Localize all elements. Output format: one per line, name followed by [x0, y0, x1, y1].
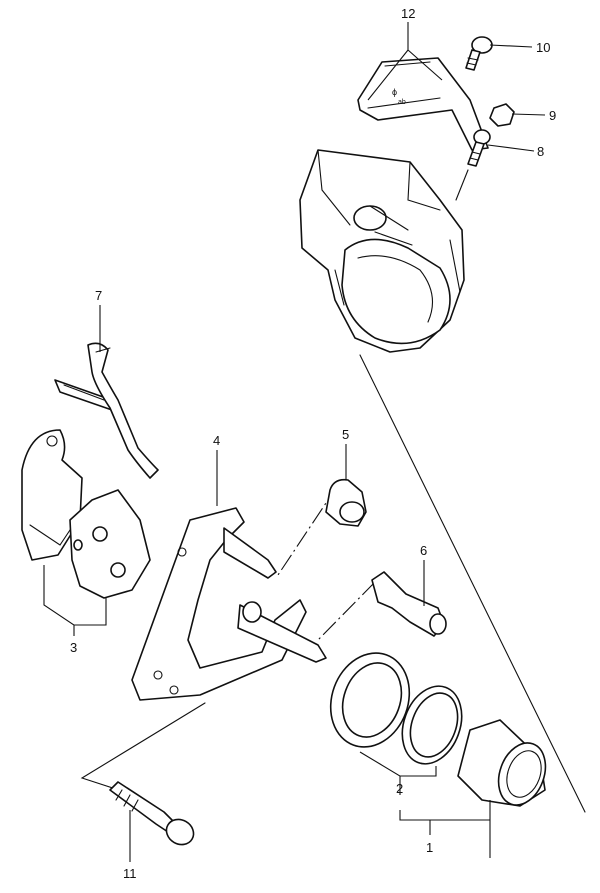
- brake-pads: [21, 429, 151, 599]
- slide-boot: [325, 478, 367, 527]
- callout-10: 10: [536, 40, 550, 55]
- callout-labels: 12 10 9 8 7 5 4 6 3 2 1 11: [70, 6, 556, 881]
- pad-spring: [54, 342, 159, 479]
- caliper-bracket: [131, 507, 327, 701]
- screw-10: [465, 36, 493, 71]
- callout-2: 2: [396, 781, 403, 796]
- svg-text:ab: ab: [398, 99, 406, 106]
- leader-lines: [43, 22, 546, 862]
- callout-4: 4: [213, 433, 220, 448]
- callout-5: 5: [342, 427, 349, 442]
- callout-11: 11: [123, 866, 137, 881]
- caliper-body: [299, 149, 465, 353]
- slide-pin: [371, 571, 447, 637]
- callout-12: 12: [401, 6, 415, 21]
- svg-text:ϕ: ϕ: [392, 87, 397, 97]
- callout-7: 7: [95, 288, 102, 303]
- nut-9: [489, 103, 515, 127]
- bolt-8: [467, 129, 491, 167]
- dust-boot: [329, 652, 411, 748]
- callout-3: 3: [70, 640, 77, 655]
- seal-ring: [401, 685, 463, 765]
- callout-9: 9: [549, 108, 556, 123]
- callout-1: 1: [426, 840, 433, 855]
- piston: [457, 719, 547, 807]
- mounting-bolt: [109, 781, 195, 846]
- callout-8: 8: [537, 144, 544, 159]
- pad-cover-plate: ϕ ab: [357, 57, 489, 151]
- callout-6: 6: [420, 543, 427, 558]
